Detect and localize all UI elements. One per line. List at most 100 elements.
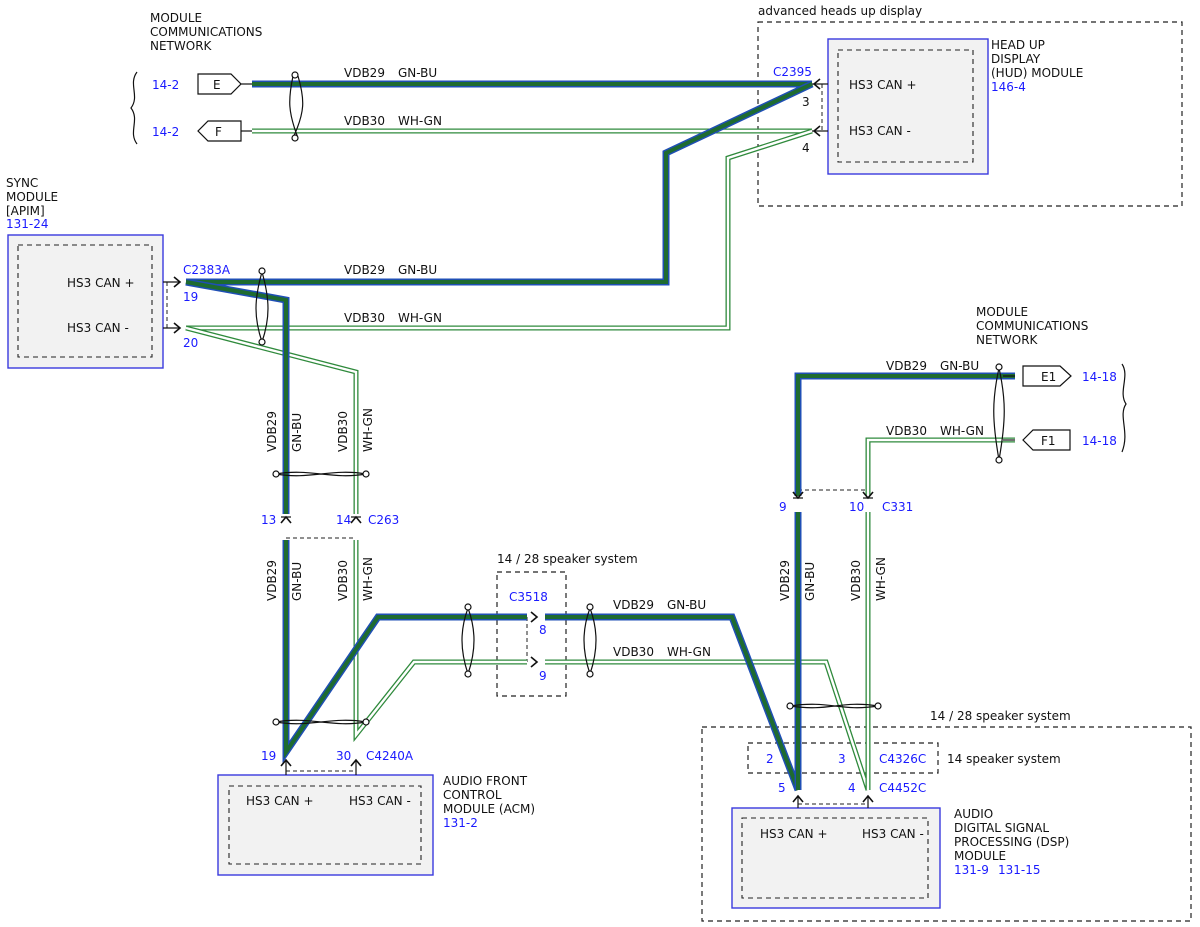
c2383a-name: C2383A (183, 263, 231, 277)
wire-color-gnbu-right: GN-BU (667, 598, 706, 612)
acm-name-line1: AUDIO FRONT (443, 774, 528, 788)
speaker-14-boundary (747, 742, 939, 774)
twist-mark-c3518-left (461, 603, 475, 678)
twist-mark-c263-lower (272, 718, 370, 726)
vlabel-whgn-upper: WH-GN (361, 408, 375, 452)
mcn-top-line3: NETWORK (150, 39, 213, 53)
wire-color-gnbu-mid: GN-BU (398, 263, 437, 277)
vlabel-gnbu-lower: GN-BU (290, 562, 304, 601)
sync-name-line2: MODULE (6, 190, 58, 204)
sync-name-line1: SYNC (6, 176, 38, 190)
c4326c-name: C4326C (879, 752, 926, 766)
wire-vdb29-sync-c263 (185, 278, 290, 514)
c3518-pin9: 9 (539, 669, 547, 683)
vdb30-wires (185, 128, 1015, 791)
c4452c-pin5: 5 (778, 781, 786, 795)
twist-mark-sync (255, 267, 269, 346)
sync-module-box (7, 234, 164, 369)
offpage-f1-label: F1 (1041, 434, 1056, 448)
c331-pin10: 10 (849, 500, 864, 514)
c4326c-pin3: 3 (838, 752, 846, 766)
c2395-pin4: 4 (802, 141, 810, 155)
wire-color-gnbu-top: GN-BU (398, 66, 437, 80)
c4326c-pin2: 2 (766, 752, 774, 766)
dsp-ref2: 131-15 (998, 863, 1041, 877)
wire-label-vdb29-e1: VDB29 (886, 359, 927, 373)
sync-name-line3: [APIM] (6, 204, 45, 218)
dsp-name-line1: AUDIO (954, 807, 993, 821)
vlabel-vdb30-upper: VDB30 (336, 411, 350, 452)
offpage-connector-f (197, 120, 242, 142)
acm-pin-plus: HS3 CAN + (246, 794, 314, 808)
twist-mark-dsp (786, 702, 882, 710)
wire-vdb29-c3518-dsp (545, 613, 802, 792)
connector-links (166, 84, 868, 805)
c263-pin14: 14 (336, 513, 351, 527)
c263-name: C263 (368, 513, 399, 527)
hud-name-line3: (HUD) MODULE (991, 66, 1083, 80)
offpage-connector-f1 (1022, 429, 1071, 451)
twist-mark-c3518-right (583, 603, 597, 678)
sync-pin-minus: HS3 CAN - (67, 321, 129, 335)
sync-ref: 131-24 (6, 217, 49, 231)
vlabel-vdb30-lower: VDB30 (336, 560, 350, 601)
speaker-system-bottom-label: 14 / 28 speaker system (930, 709, 1071, 723)
dsp-name-line4: MODULE (954, 849, 1006, 863)
c3518-speaker-boundary (496, 571, 567, 697)
dsp-name-line2: DIGITAL SIGNAL (954, 821, 1049, 835)
twisted-pair-marks (255, 71, 1005, 726)
wires (163, 80, 1015, 808)
acm-name-line2: CONTROL (443, 788, 502, 802)
wire-color-whgn-right: WH-GN (667, 645, 711, 659)
wire-label-vdb30-mid: VDB30 (344, 311, 385, 325)
wire-vdb30-c3518-dsp (545, 659, 871, 791)
dsp-module-box (731, 807, 941, 909)
offpage-e1-label: E1 (1041, 370, 1056, 384)
dsp-speaker-boundary (701, 726, 1192, 922)
c4240a-pin30: 30 (336, 749, 351, 763)
vlabel-vdb29-dsp: VDB29 (778, 560, 792, 601)
speaker-system-top-label: 14 / 28 speaker system (497, 552, 638, 566)
labels: MODULE COMMUNICATIONS NETWORK advanced h… (6, 4, 1117, 877)
twist-mark-right (993, 363, 1005, 464)
wire-color-whgn-mid: WH-GN (398, 311, 442, 325)
sync-pin-plus: HS3 CAN + (67, 276, 135, 290)
vlabel-vdb30-dsp: VDB30 (849, 560, 863, 601)
mcn-right-line3: NETWORK (976, 333, 1039, 347)
wire-color-gnbu-e1: GN-BU (940, 359, 979, 373)
offpage-e1-ref: 14-18 (1082, 370, 1117, 384)
twist-mark-c263-upper (272, 470, 370, 478)
hud-system-label: advanced heads up display (758, 4, 922, 18)
c3518-pin8: 8 (539, 623, 547, 637)
hud-module-box (827, 38, 989, 175)
acm-pin-minus: HS3 CAN - (349, 794, 411, 808)
offpage-f-label: F (215, 125, 222, 139)
c4452c-pin4: 4 (848, 781, 856, 795)
acm-ref: 131-2 (443, 816, 478, 830)
hud-ref: 146-4 (991, 80, 1026, 94)
c2383a-pin20: 20 (183, 336, 198, 350)
offpage-f-ref: 14-2 (152, 125, 179, 139)
wire-label-vdb30-right: VDB30 (613, 645, 654, 659)
vlabel-whgn-dsp: WH-GN (874, 557, 888, 601)
wire-vdb29-c263-acm (282, 540, 527, 764)
c331-pin9: 9 (779, 500, 787, 514)
c331-name: C331 (882, 500, 913, 514)
c4240a-name: C4240A (366, 749, 414, 763)
vlabel-gnbu-upper: GN-BU (290, 413, 304, 452)
wire-color-whgn-f1: WH-GN (940, 424, 984, 438)
offpage-e-label: E (213, 78, 221, 92)
wire-vdb29-hud-sync (186, 80, 814, 286)
offpage-f1-ref: 14-18 (1082, 434, 1117, 448)
offpage-e-ref: 14-2 (152, 78, 179, 92)
mcn-right-line2: COMMUNICATIONS (976, 319, 1088, 333)
acm-name-line3: MODULE (ACM) (443, 802, 535, 816)
c2383a-pin19: 19 (183, 290, 198, 304)
offpage-connector-e (197, 73, 242, 95)
wire-label-vdb30-top: VDB30 (344, 114, 385, 128)
wire-label-vdb30-f1: VDB30 (886, 424, 927, 438)
c3518-name: C3518 (509, 590, 548, 604)
wire-vdb30-c263-acm (353, 540, 527, 743)
twist-mark-top (289, 71, 304, 142)
